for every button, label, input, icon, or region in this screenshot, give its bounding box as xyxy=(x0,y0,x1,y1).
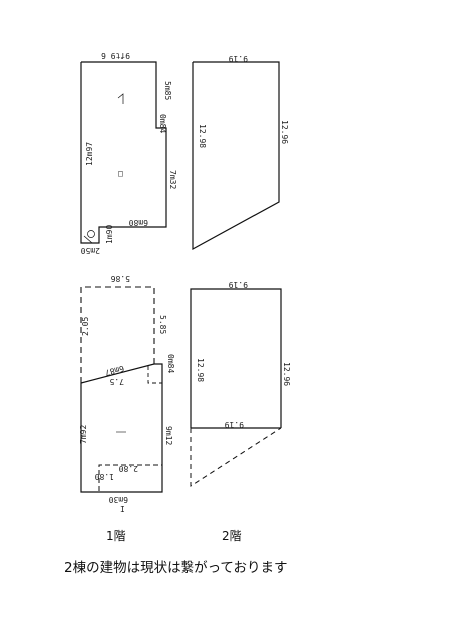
floor-1-label: 1階 xyxy=(106,529,126,543)
dim-2f-lower-middle: 9.19 xyxy=(225,420,244,429)
plan-2f-upper-outline xyxy=(192,61,280,251)
dim-1f-lower-right-lower: 9m12 xyxy=(164,426,173,445)
dim-1f-lower-inner-height: 1.80 xyxy=(95,472,114,481)
dim-1f-upper-right-upper: 5m85 xyxy=(163,81,172,100)
dim-1f-upper-notch: 0m84 xyxy=(158,114,167,133)
dim-2f-upper-right: 12.96 xyxy=(280,120,289,144)
dim-1f-lower-right-upper: 5.85 xyxy=(158,315,167,334)
dim-1f-lower-left-lower: 7m92 xyxy=(79,425,88,444)
dim-1f-lower-notch: 0m84 xyxy=(166,354,175,373)
dim-1f-upper-left: 12m97 xyxy=(85,142,94,166)
plan-1f-lower-solid-outline xyxy=(80,383,163,493)
dim-1f-upper-right-lower: 7m32 xyxy=(168,170,177,189)
plan-1f-lower xyxy=(80,286,163,493)
dim-2f-lower-left: 12.98 xyxy=(196,358,205,382)
dim-2f-upper-left: 12.98 xyxy=(198,124,207,148)
dim-1f-upper-top: 9ft9 6 xyxy=(101,51,130,60)
plan-1f-lower-dashed-upper xyxy=(80,286,155,383)
dim-1f-lower-bottom: 6m30 xyxy=(109,495,128,504)
plan-1f-upper-step-mark xyxy=(87,230,95,238)
plan-1f-upper-diagonal xyxy=(83,235,93,244)
plan-1f-lower-notch xyxy=(147,366,162,384)
plan-2f-lower xyxy=(190,288,282,487)
dim-1f-lower-bottom-tick: I xyxy=(120,505,125,514)
dim-1f-lower-inner: 7.5 xyxy=(109,377,124,386)
dim-1f-upper-step-bottom: 2m50 xyxy=(81,246,100,255)
plan-2f-lower-outline xyxy=(190,288,282,428)
dim-2f-lower-right: 12.96 xyxy=(282,362,291,386)
note-text: 2棟の建物は現状は繋がっております xyxy=(64,560,288,576)
plan-1f-upper xyxy=(80,61,167,244)
plan-1f-upper-center-mark: □ xyxy=(118,169,123,178)
plan-2f-upper xyxy=(192,61,280,251)
dim-2f-upper-top: 9.19 xyxy=(229,54,248,63)
plan-1f-lower-slope xyxy=(80,363,163,384)
dim-1f-upper-bottom: 6m80 xyxy=(129,218,148,227)
dim-2f-lower-top: 9.19 xyxy=(229,280,248,289)
plan-1f-lower-inner-box xyxy=(98,464,162,491)
dim-1f-upper-step-vertical: 1m90 xyxy=(105,225,114,244)
floor-2-label: 2階 xyxy=(222,529,242,543)
dim-1f-lower-inner-width: 2.80 xyxy=(119,464,138,473)
plan-1f-upper-outline xyxy=(80,61,167,244)
dim-1f-lower-top: 5.86 xyxy=(111,274,130,283)
plan-2f-lower-dashed-lower xyxy=(190,427,282,487)
dim-1f-lower-slope: 6m87 xyxy=(104,364,125,378)
dim-1f-lower-left-upper: 2.05 xyxy=(81,317,90,336)
plan-1f-upper-interior-mark xyxy=(117,93,124,104)
